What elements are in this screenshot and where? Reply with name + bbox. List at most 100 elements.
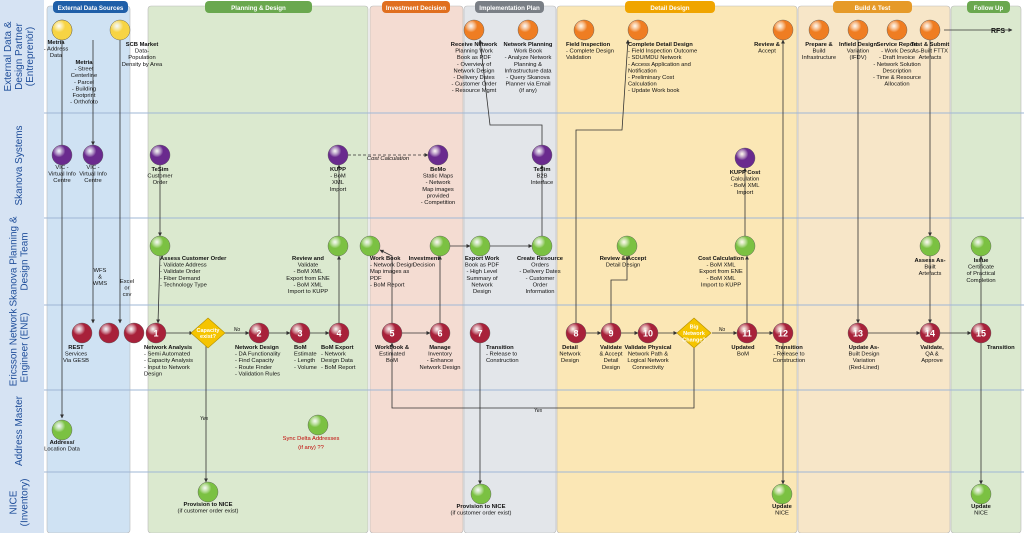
svg-text:Build & Test: Build & Test xyxy=(855,5,891,12)
step-number: 12 xyxy=(778,329,788,339)
step-number: 6 xyxy=(437,329,442,339)
cost-calculation-label: Cost Calculation xyxy=(367,156,409,162)
flow-connector xyxy=(575,39,630,323)
step-number: 11 xyxy=(742,329,752,339)
lane-label-ene: Ericsson NetworkEngineer (ENE) xyxy=(9,308,31,387)
svg-text:Follow Up: Follow Up xyxy=(974,5,1004,12)
node-label: Review &Accept xyxy=(754,42,780,55)
process-node-am1[interactable]: Address/Location Data xyxy=(44,419,81,453)
process-node-o5[interactable]: Review &Accept xyxy=(754,19,794,55)
flow-connector xyxy=(478,39,543,145)
phase-header-build: Build & Test xyxy=(833,1,912,13)
node-label: Provision to NICE(if customer order exis… xyxy=(451,504,512,517)
process-node-o4[interactable]: Complete Detail Design- Field Inspection… xyxy=(627,19,697,94)
phase-header-plan: Planning & Design xyxy=(205,1,312,13)
step-number: 9 xyxy=(608,329,613,339)
process-node-g1[interactable]: Assess Customer Order- Validate Address-… xyxy=(149,235,227,288)
node-label: Service Report- Work Desc- Draft Invoice… xyxy=(873,42,921,88)
process-node-r2[interactable] xyxy=(98,322,120,344)
lane-label-am: Address Master xyxy=(14,395,25,466)
process-node-am2[interactable] xyxy=(307,414,329,436)
step-number: 5 xyxy=(389,329,394,339)
process-node-nc2[interactable]: Provision to NICE(if customer order exis… xyxy=(451,483,512,517)
process-node-nc1[interactable]: Provision to NICE(if customer order exis… xyxy=(178,481,239,515)
node-label: Address/Location Data xyxy=(44,440,81,453)
phase-header-impl: Implementation Plan xyxy=(475,1,544,13)
step-number: 2 xyxy=(256,329,261,339)
lane-label-nice: NICE(Inventory) xyxy=(9,479,31,527)
sync-delta-note: (if any) ?? xyxy=(298,445,325,451)
process-node-r3[interactable] xyxy=(123,322,145,344)
yes-label: Yes xyxy=(200,416,209,422)
node-label: Network Design- DA Functionality- Find C… xyxy=(235,345,281,377)
svg-text:External Data Sources: External Data Sources xyxy=(58,5,124,12)
svg-text:Investment Decision: Investment Decision xyxy=(386,5,446,12)
phase-header-det: Detail Design xyxy=(625,1,715,13)
process-node-o8[interactable]: Service Report- Work Desc- Draft Invoice… xyxy=(873,19,921,88)
step-number: 8 xyxy=(573,329,578,339)
step-number: 10 xyxy=(643,329,653,339)
